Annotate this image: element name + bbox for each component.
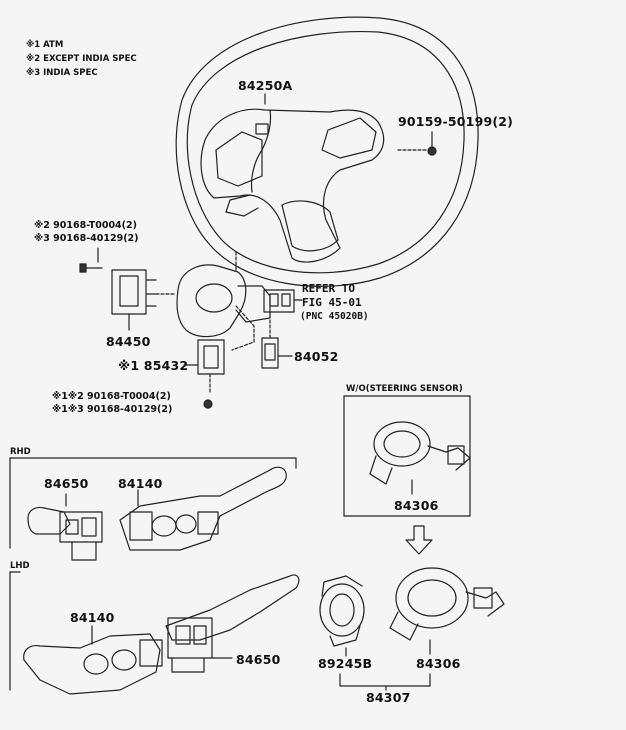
switch-84450-illustration — [111, 269, 177, 331]
part-84052-illustration — [261, 319, 293, 369]
part-label-84306-upper: 84306 — [394, 498, 439, 513]
part-label-90168-t0004: ※2 90168-T0004(2) — [34, 220, 137, 231]
section-rhd: RHD — [10, 447, 31, 457]
refer-to-pnc: (PNC 45020B) — [300, 311, 369, 322]
assembly-84307-bracket — [339, 673, 431, 687]
refer-to-line1: REFER TO — [302, 282, 355, 295]
bolt-90168-upper — [79, 247, 103, 273]
rhd-bracket — [9, 457, 297, 469]
note-except-india: ※2 EXCEPT INDIA SPEC — [26, 54, 137, 64]
section-lhd: LHD — [10, 561, 30, 571]
note-atm: ※1 ATM — [26, 40, 64, 50]
part-label-84140-lhd: 84140 — [70, 610, 115, 625]
part-label-84650-rhd: 84650 — [44, 476, 89, 491]
part-label-90168-t0004-atm: ※1※2 90168-T0004(2) — [52, 391, 171, 402]
part-label-84140-rhd: 84140 — [118, 476, 163, 491]
rhd-switch-84140-illustration — [119, 466, 287, 551]
screw-90159 — [427, 131, 437, 156]
combination-switch-body — [176, 249, 303, 351]
part-label-90168-40129: ※3 90168-40129(2) — [34, 233, 139, 244]
part-85432-illustration — [183, 339, 225, 409]
wo-steering-sensor-box — [343, 395, 471, 517]
part-label-90168-40129-atm: ※1※3 90168-40129(2) — [52, 404, 173, 415]
lhd-switch-84650-illustration — [167, 617, 233, 673]
clockspring-84306-upper — [369, 421, 471, 495]
part-label-84250A: 84250A — [238, 78, 293, 93]
sensor-89245B-illustration — [319, 575, 365, 657]
part-label-84650-lhd: 84650 — [236, 652, 281, 667]
section-wo-steering-sensor: W/O(STEERING SENSOR) — [346, 384, 463, 394]
rhd-switch-84650-illustration — [27, 493, 103, 561]
refer-to-fig: FIG 45-01 — [302, 296, 362, 309]
note-india: ※3 INDIA SPEC — [26, 68, 98, 78]
part-label-89245B: 89245B — [318, 656, 373, 671]
clockspring-84306-lower — [389, 567, 505, 655]
lhd-switch-84140-illustration — [23, 574, 300, 695]
part-label-84052: 84052 — [294, 349, 339, 364]
steering-wheel-illustration — [175, 16, 479, 287]
part-label-84306-lower: 84306 — [416, 656, 461, 671]
part-label-85432: ※1 85432 — [118, 358, 189, 373]
part-label-90159: 90159-50199(2) — [398, 114, 514, 129]
part-label-84450: 84450 — [106, 334, 151, 349]
part-label-84307: 84307 — [366, 690, 411, 705]
arrow-down-icon — [405, 525, 433, 555]
